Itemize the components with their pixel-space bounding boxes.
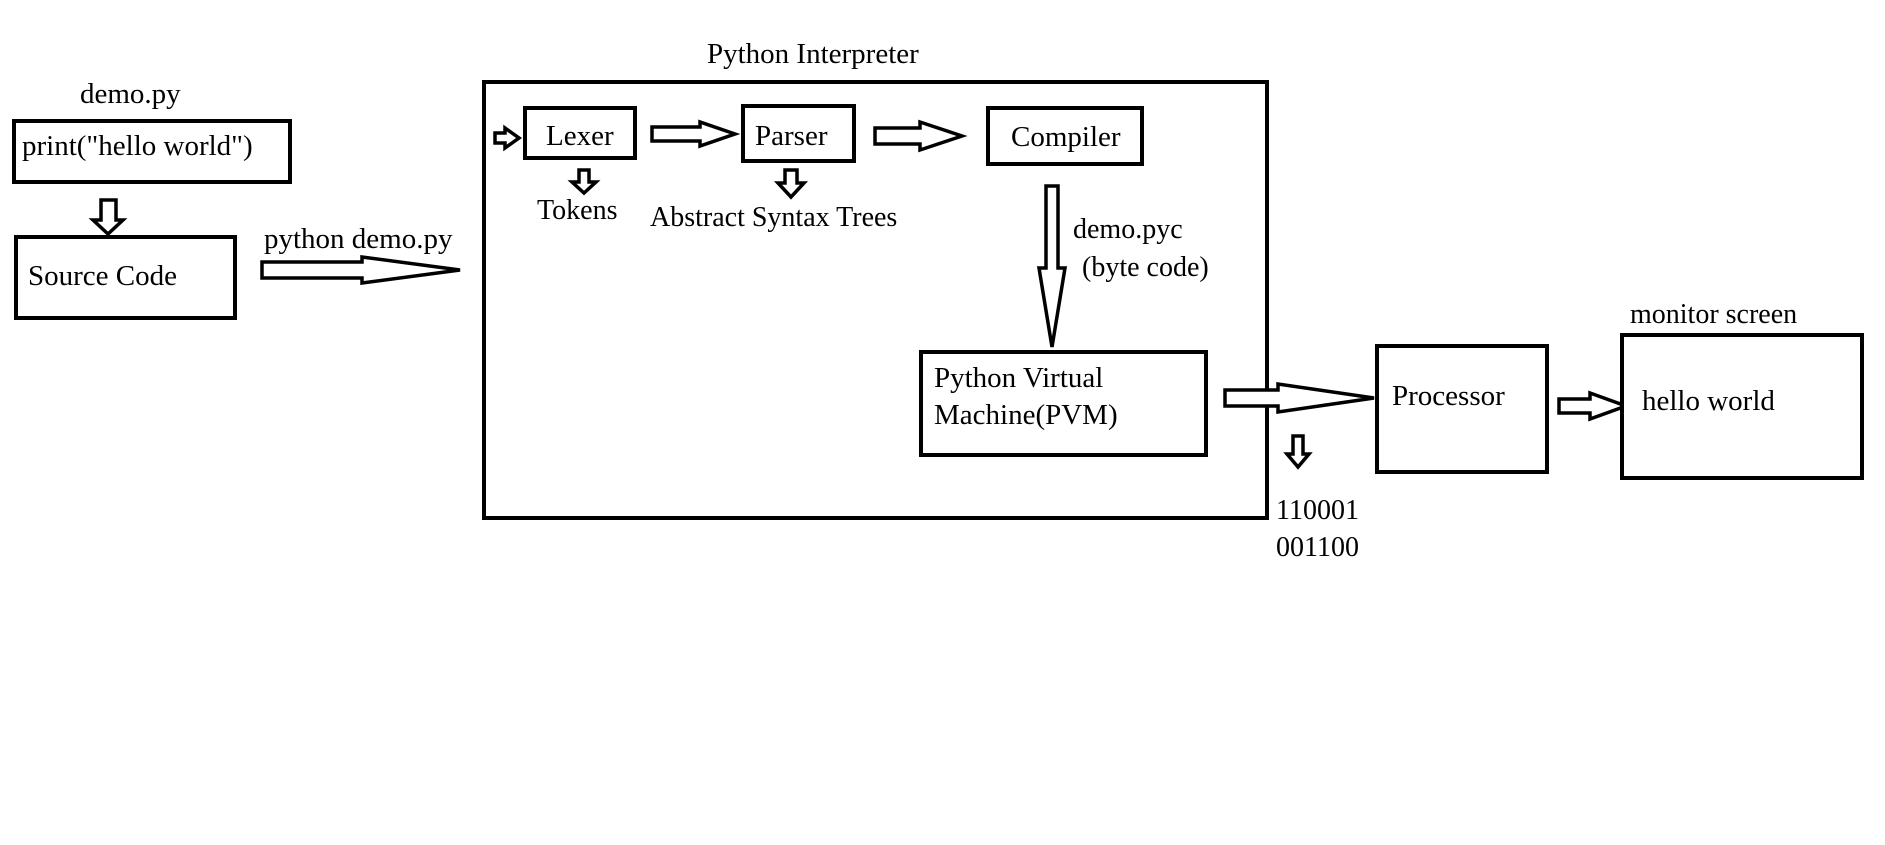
arrow-processor-to-screen <box>1557 390 1632 422</box>
monitor-label: monitor screen <box>1630 299 1797 330</box>
binary-line1: 110001 <box>1276 495 1359 526</box>
down-arrow-binary <box>1283 434 1313 470</box>
pyc-file-label: demo.pyc <box>1073 214 1183 245</box>
ast-label: Abstract Syntax Trees <box>650 202 897 233</box>
lexer-box <box>523 106 637 160</box>
source-code-box <box>14 235 237 320</box>
code-box <box>12 119 292 184</box>
down-arrow-lexer <box>567 168 601 196</box>
arrow-parser-to-compiler <box>873 119 968 153</box>
code-text: print("hello world") <box>22 130 253 162</box>
pvm-box <box>919 350 1208 457</box>
tokens-label: Tokens <box>537 195 617 226</box>
down-arrow-code-to-source <box>88 198 128 237</box>
binary-line2: 001100 <box>1276 532 1359 563</box>
pvm-label-line1: Python Virtual <box>934 362 1103 394</box>
interpreter-title: Python Interpreter <box>707 38 919 70</box>
down-arrow-parser <box>773 168 809 200</box>
arrow-lexer-to-parser <box>650 119 741 149</box>
source-code-label: Source Code <box>28 260 177 292</box>
compiler-label: Compiler <box>1011 121 1121 153</box>
processor-box <box>1375 344 1549 474</box>
file-label: demo.py <box>80 78 181 110</box>
pyc-desc-label: (byte code) <box>1082 252 1209 283</box>
parser-box <box>741 104 856 163</box>
compiler-box <box>986 106 1144 166</box>
monitor-screen-box <box>1620 333 1864 480</box>
arrow-compiler-to-pvm <box>1036 184 1068 348</box>
parser-label: Parser <box>755 120 828 152</box>
monitor-output-text: hello world <box>1642 385 1775 417</box>
arrow-pvm-to-processor <box>1223 381 1375 415</box>
lexer-label: Lexer <box>546 120 614 152</box>
processor-label: Processor <box>1392 380 1505 412</box>
entry-arrow <box>493 124 523 152</box>
right-arrow-to-interpreter <box>260 255 461 285</box>
command-label: python demo.py <box>264 223 453 255</box>
pvm-label-line2: Machine(PVM) <box>934 399 1118 431</box>
